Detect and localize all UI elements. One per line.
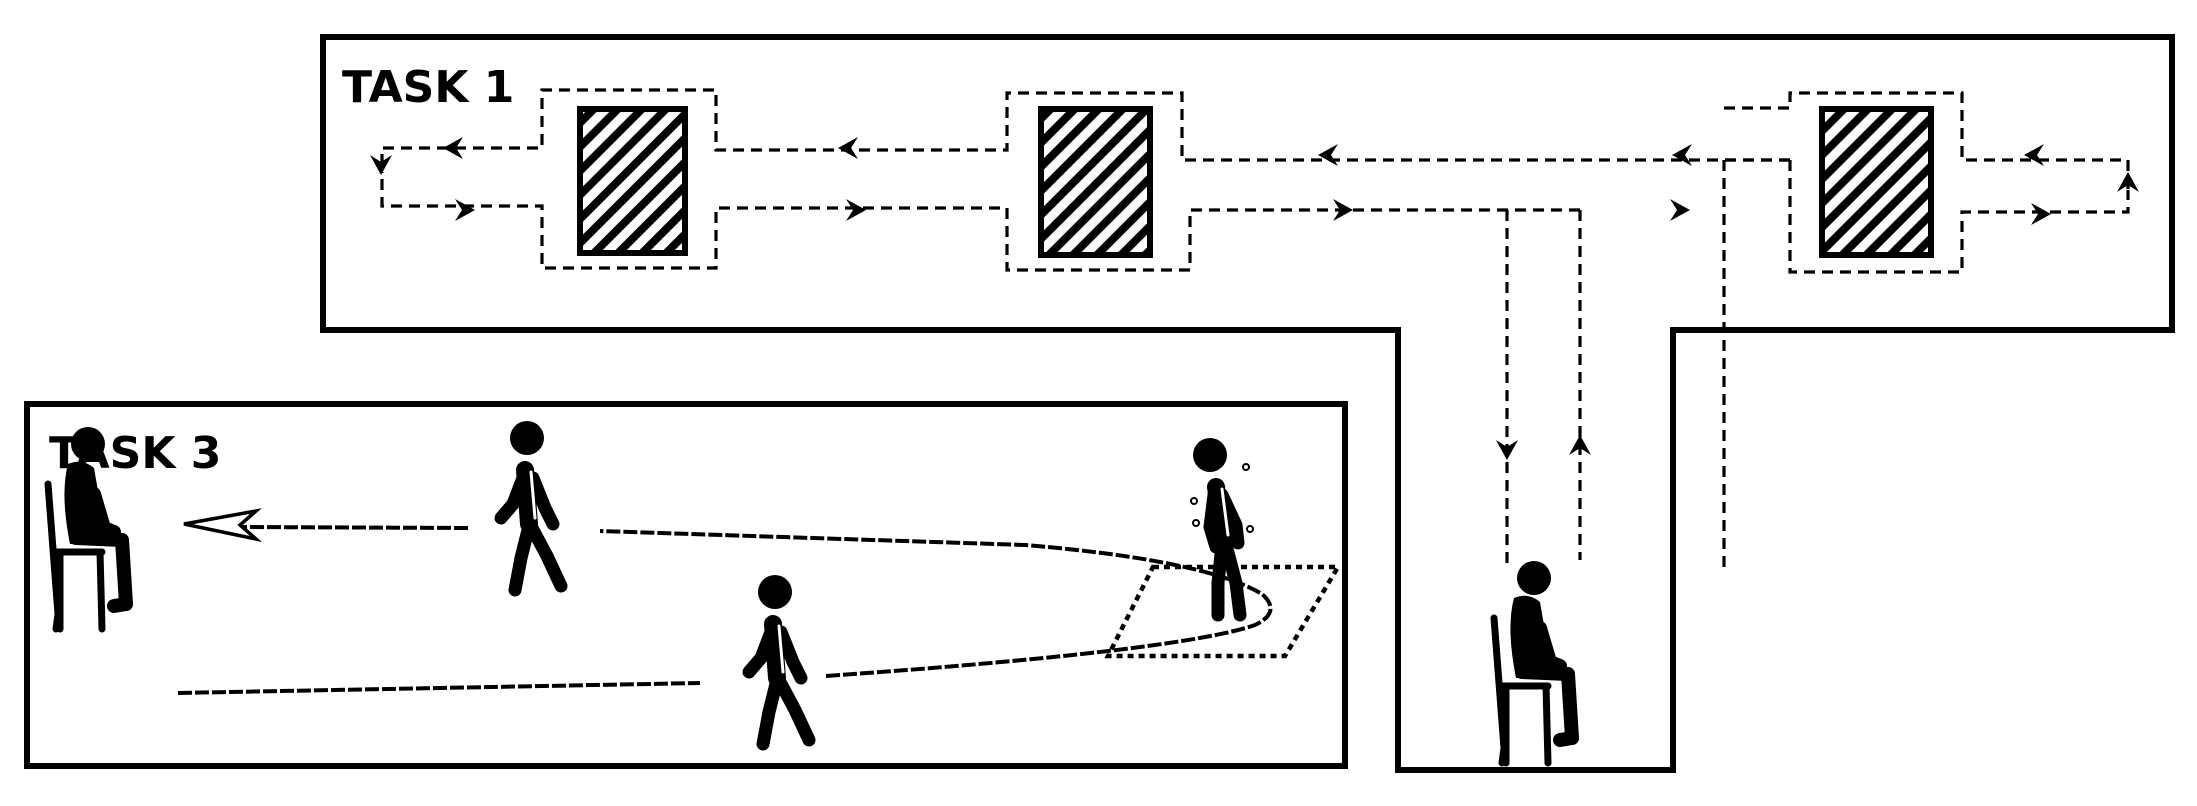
task1-corridor-outline: [320, 34, 2175, 773]
arrowhead-icon: [1672, 144, 1692, 166]
obstacle-2: [1038, 106, 1153, 258]
task1-seated-person: [1494, 561, 1572, 763]
task1-route: [380, 88, 2130, 570]
task1-label: TASK 1: [342, 62, 514, 113]
obstacle-1: [577, 106, 688, 256]
arrowhead-icon: [2031, 203, 2051, 225]
arrowhead-icon: [455, 199, 475, 221]
arrowhead-icon: [1318, 144, 1338, 166]
task3-walk-route: [177, 508, 1273, 695]
arrowhead-icon: [1496, 440, 1518, 460]
arrowhead-icon: [846, 199, 866, 221]
arrowhead-icon: [838, 137, 858, 159]
arrowhead-icon: [1670, 199, 1690, 221]
seated-person-icon: [1494, 561, 1572, 763]
obstacle-3: [1819, 106, 1934, 258]
task1-panel: TASK 1: [320, 34, 2175, 773]
turnaround-zone: [1104, 564, 1342, 659]
task3-panel: TASK 3: [24, 401, 1348, 769]
standing-person-icon: [1191, 438, 1253, 615]
task3-people: [48, 421, 1253, 744]
task3-outline: [24, 401, 1348, 769]
arrowhead-icon: [2024, 144, 2044, 166]
walking-person-icon: [501, 421, 561, 590]
walking-person-icon: [749, 575, 809, 744]
